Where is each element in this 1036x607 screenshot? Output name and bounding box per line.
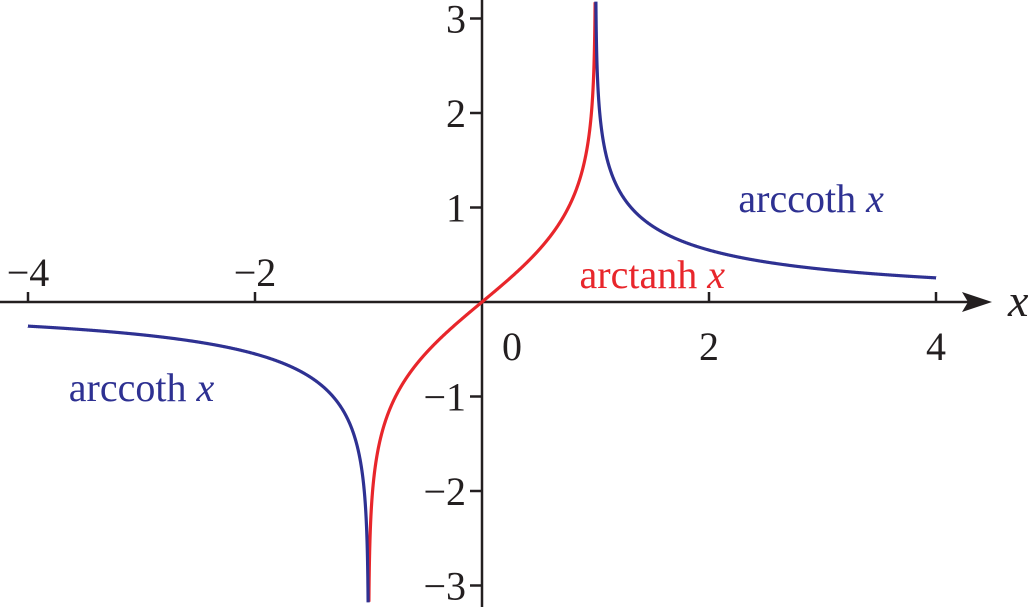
x-tick-label: 0 <box>502 324 522 369</box>
labels: arctanh x arccoth x arccoth x <box>69 176 884 410</box>
arccoth-curve <box>594 1 938 280</box>
x-tick-label: −4 <box>7 250 50 295</box>
arctanh-label: arctanh x <box>580 252 726 297</box>
x-tick-label: 4 <box>926 324 946 369</box>
y-tick-label: 1 <box>446 186 466 231</box>
x-tick-label: 2 <box>699 324 719 369</box>
y-tick-label: 2 <box>446 91 466 136</box>
arccoth-curve <box>26 324 370 603</box>
y-tick-label: −1 <box>423 375 466 420</box>
x-tick-label: −2 <box>234 250 277 295</box>
curves <box>26 1 938 603</box>
arctanh-curve <box>367 2 597 602</box>
y-tick-label: −3 <box>423 564 466 607</box>
y-tick-label: −2 <box>423 469 466 514</box>
y-tick-label: 3 <box>446 0 466 42</box>
arccoth-label: arccoth x <box>69 365 215 410</box>
arccoth-label: arccoth x <box>738 176 884 221</box>
x-axis-arrow <box>962 292 992 312</box>
x-axis-label: x <box>1007 275 1029 326</box>
